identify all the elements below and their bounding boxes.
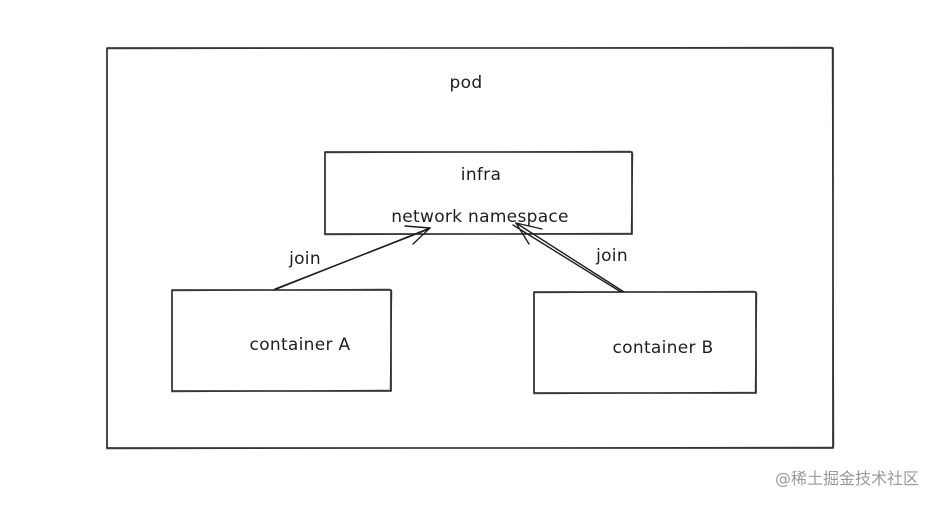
join-right-label: join: [595, 246, 628, 266]
infra-box: [323, 150, 634, 236]
container-a-box: [170, 288, 393, 393]
join-arrow-left: [273, 225, 431, 291]
join-left-label: join: [288, 249, 321, 269]
network-namespace-label: network namespace: [391, 207, 569, 227]
container-a-label: container A: [250, 335, 351, 355]
watermark: @稀土掘金技术社区: [774, 469, 919, 488]
container-b-box: [532, 290, 758, 395]
pod-label: pod: [450, 73, 483, 93]
join-arrow-right: [512, 222, 625, 293]
pod-box: [105, 46, 835, 450]
infra-label: infra: [461, 165, 501, 185]
container-b-label: container B: [613, 338, 714, 358]
